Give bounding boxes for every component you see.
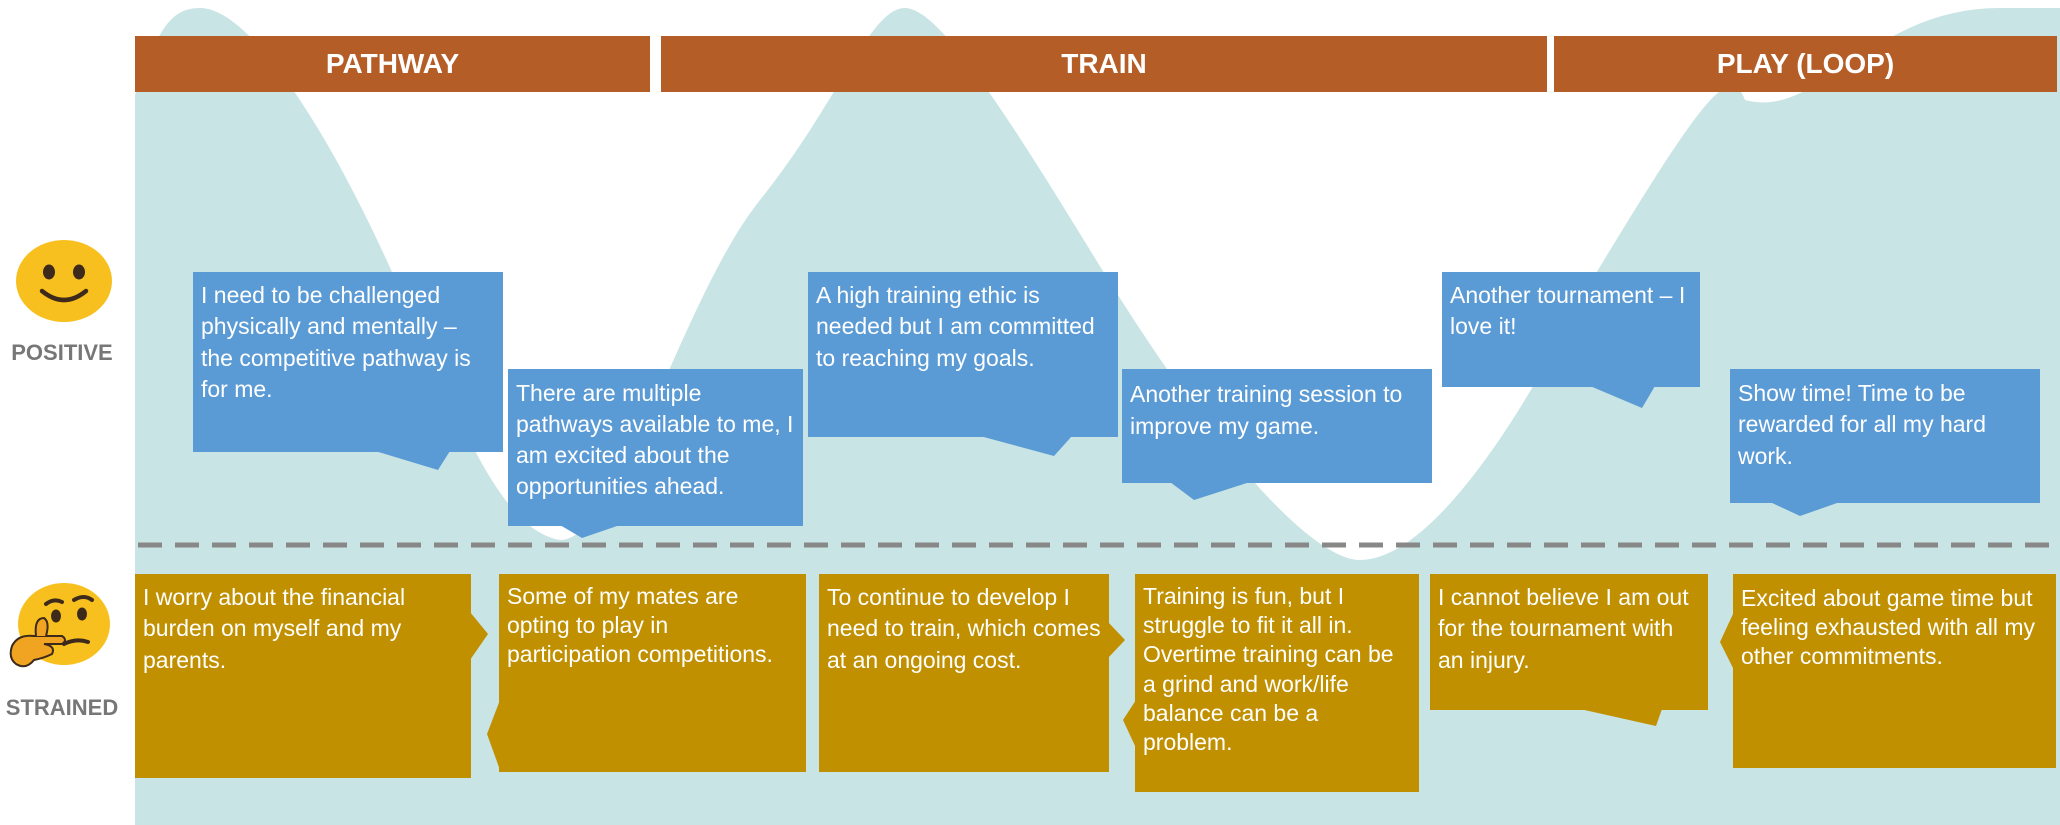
positive-label: POSITIVE [11, 340, 113, 365]
phase-header-play-loop: PLAY (LOOP) [1554, 36, 2057, 92]
positive-note: There are multiple pathways available to… [508, 369, 803, 526]
note-tail [1108, 622, 1125, 658]
phase-header-train: TRAIN [661, 36, 1547, 92]
strained-note: To continue to develop I need to train, … [819, 574, 1109, 772]
note-tails [470, 612, 1733, 770]
phase-label: PATHWAY [325, 48, 460, 79]
note-tail [560, 525, 620, 538]
strained-note: I cannot believe I am out for the tourna… [1430, 574, 1708, 710]
positive-note: Another training session to improve my g… [1122, 369, 1432, 483]
note-tail [1580, 709, 1662, 726]
thinking-face-icon [9, 583, 110, 668]
phase-label: TRAIN [1061, 48, 1147, 79]
strained-note: I worry about the financial burden on my… [135, 574, 471, 778]
note-tail [375, 451, 450, 470]
phase-header-pathway: PATHWAY [135, 36, 650, 92]
note-tail [980, 436, 1072, 456]
note-tail [470, 612, 488, 660]
strained-note: Some of my mates are opting to play in p… [499, 574, 806, 772]
strained-label: STRAINED [5, 695, 119, 720]
positive-note: A high training ethic is needed but I am… [808, 272, 1118, 437]
phase-label: PLAY (LOOP) [1716, 48, 1895, 79]
note-tail [1170, 482, 1250, 500]
note-tail [1720, 614, 1733, 668]
strained-note: Training is fun, but I struggle to fit i… [1135, 574, 1419, 792]
note-tail [487, 700, 500, 770]
note-tail [1770, 502, 1840, 516]
note-tails [375, 386, 1840, 538]
smiling-face-icon [16, 240, 112, 322]
note-tail [1123, 700, 1136, 748]
positive-note: I need to be challenged physically and m… [193, 272, 503, 452]
note-tail [1590, 386, 1655, 408]
positive-note: Show time! Time to be rewarded for all m… [1730, 369, 2040, 503]
positive-note: Another tournament – I love it! [1442, 272, 1700, 387]
strained-note: Excited about game time but feeling exha… [1733, 574, 2056, 768]
